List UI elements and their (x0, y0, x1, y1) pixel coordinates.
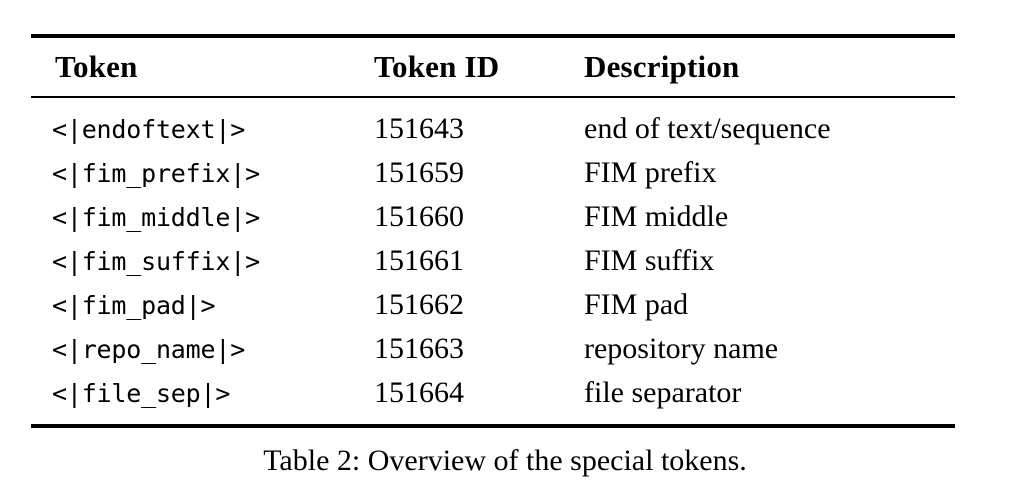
cell-token-id: 151659 (374, 156, 464, 189)
table-row: <|endoftext|> 151643 end of text/sequenc… (31, 98, 955, 151)
cell-token-id: 151664 (374, 376, 464, 409)
table-bottom-rule (31, 424, 955, 428)
tokens-table: Token Token ID Description (31, 38, 955, 96)
cell-token: <|file_sep|> (52, 379, 231, 408)
tokens-table-body: <|endoftext|> 151643 end of text/sequenc… (31, 98, 955, 424)
cell-token-id: 151661 (374, 244, 464, 277)
table-mid-rule (31, 96, 955, 98)
header-row: Token Token ID Description (31, 38, 955, 96)
column-header-token-id: Token ID (374, 49, 500, 84)
cell-description: FIM prefix (584, 156, 717, 189)
cell-description: end of text/sequence (584, 112, 831, 145)
cell-token-id: 151643 (374, 112, 464, 145)
cell-description: FIM pad (584, 288, 689, 321)
cell-description: repository name (584, 332, 779, 365)
column-header-token: Token (55, 49, 138, 84)
cell-token-id: 151663 (374, 332, 464, 365)
table-top-rule (31, 34, 955, 38)
cell-description: FIM middle (584, 200, 729, 233)
table-header: Token Token ID Description (31, 38, 955, 96)
cell-description: FIM suffix (584, 244, 715, 277)
cell-token: <|fim_middle|> (52, 203, 260, 232)
table-body: <|endoftext|> 151643 end of text/sequenc… (31, 98, 955, 424)
table-row: <|fim_prefix|> 151659 FIM prefix (31, 151, 955, 195)
column-header-description: Description (584, 49, 740, 84)
table-row: <|fim_pad|> 151662 FIM pad (31, 283, 955, 327)
cell-token-id: 151662 (374, 288, 464, 321)
table-caption: Table 2: Overview of the special tokens. (263, 444, 747, 477)
cell-token-id: 151660 (374, 200, 464, 233)
cell-token: <|fim_suffix|> (52, 247, 260, 276)
table-row: <|repo_name|> 151663 repository name (31, 327, 955, 371)
cell-description: file separator (584, 376, 742, 409)
special-tokens-table: Token Token ID Description <|endoftext|>… (31, 34, 955, 428)
cell-token: <|repo_name|> (52, 335, 246, 364)
cell-token: <|fim_prefix|> (52, 159, 260, 188)
table-row: <|fim_middle|> 151660 FIM middle (31, 195, 955, 239)
table-row: <|file_sep|> 151664 file separator (31, 371, 955, 424)
cell-token: <|fim_pad|> (52, 291, 216, 320)
cell-token: <|endoftext|> (52, 115, 246, 144)
table-row: <|fim_suffix|> 151661 FIM suffix (31, 239, 955, 283)
